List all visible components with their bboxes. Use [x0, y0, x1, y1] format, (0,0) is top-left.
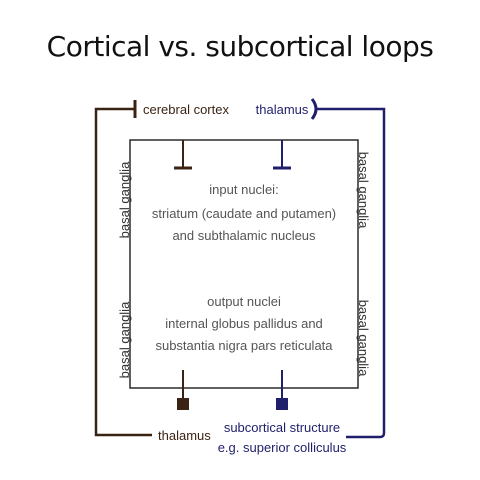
- thalamus-top-label: thalamus: [256, 102, 309, 117]
- output-nuclei-line1: internal globus pallidus and: [165, 316, 323, 331]
- page-title: Cortical vs. subcortical loops: [46, 30, 434, 63]
- output-nuclei-heading: output nuclei: [207, 294, 281, 309]
- basal-ganglia-box: [129, 139, 359, 389]
- subcortical-structure-label: subcortical structure: [224, 420, 340, 435]
- superior-colliculus-label: e.g. superior colliculus: [218, 440, 347, 455]
- input-nuclei-heading: input nuclei:: [209, 182, 278, 197]
- subcortical-loop-end-bracket: [310, 98, 318, 120]
- subcortical-loop: [273, 98, 386, 439]
- thalamus-bottom-label: thalamus: [158, 428, 211, 443]
- snr-to-subcortical-terminal: [276, 398, 288, 410]
- basal-ganglia-right-top-label: basal ganglia: [356, 152, 371, 229]
- gpi-to-thalamus-terminal: [177, 398, 189, 410]
- input-nuclei-block: input nuclei: striatum (caudate and puta…: [152, 182, 336, 243]
- basal-ganglia-right-bottom-label: basal ganglia: [356, 300, 371, 377]
- cortical-loop-line: [94, 107, 152, 437]
- input-nuclei-line2: and subthalamic nucleus: [172, 228, 316, 243]
- basal-ganglia-left-bottom-label: basal ganglia: [117, 301, 132, 378]
- subcortical-loop-line: [315, 107, 386, 439]
- output-nuclei-line2: substantia nigra pars reticulata: [155, 338, 333, 353]
- output-nuclei-block: output nuclei internal globus pallidus a…: [155, 294, 333, 353]
- input-nuclei-line1: striatum (caudate and putamen): [152, 206, 336, 221]
- cortical-loop: [94, 100, 192, 437]
- basal-ganglia-left-top-label: basal ganglia: [117, 161, 132, 238]
- cerebral-cortex-label: cerebral cortex: [143, 102, 229, 117]
